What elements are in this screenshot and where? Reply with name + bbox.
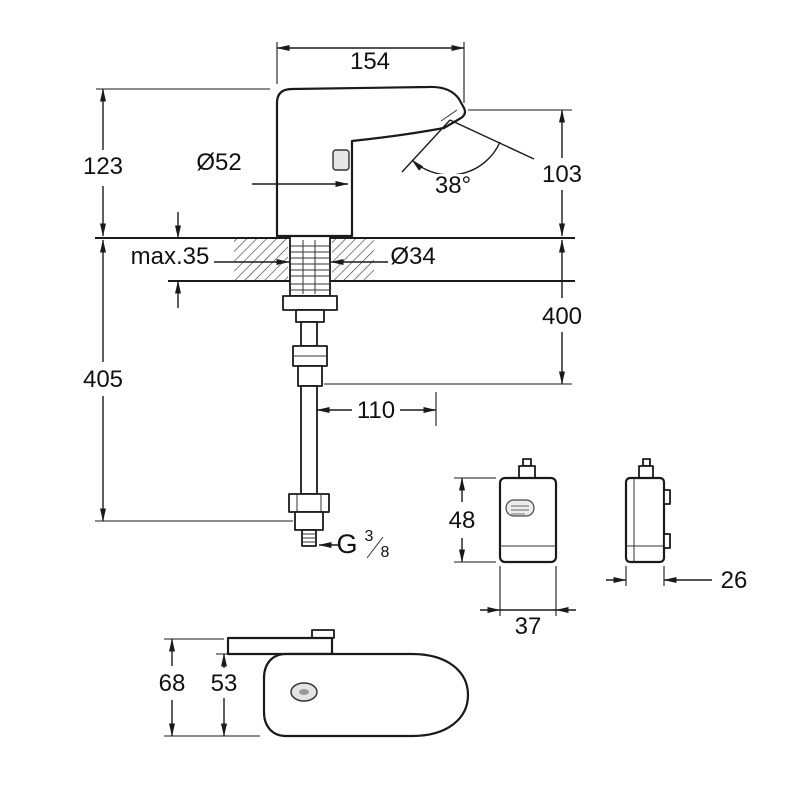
dimension-overall-length-below: 405 [83, 239, 293, 522]
box-height-label: 48 [449, 507, 476, 534]
dimension-bottom-view-body: 53 [211, 653, 258, 737]
thread-numerator: 3 [365, 528, 374, 545]
dimension-box-depth: 26 [606, 566, 747, 594]
hose-end-nut [288, 493, 330, 513]
height-above-deck-label: 123 [83, 153, 123, 180]
faucet-front-view [275, 85, 467, 238]
base-diameter-label: Ø52 [196, 149, 241, 176]
dimension-thread-size: G 3 8 [318, 528, 390, 561]
dimension-spout-height: 103 [468, 109, 582, 237]
braided-hose-upper [300, 321, 318, 347]
hose-upper-fitting [295, 309, 325, 323]
spout-height-label: 103 [542, 161, 582, 188]
control-box-body [498, 476, 558, 564]
angle-arc [411, 141, 501, 176]
mounting-tab-top [663, 489, 671, 505]
threaded-shank [289, 229, 331, 297]
spray-ray-short [401, 119, 451, 173]
quick-connector-bottom [297, 365, 323, 387]
base-bar-bump [311, 629, 335, 639]
hole-diameter-label: Ø34 [390, 243, 435, 270]
dimension-overall-width: 154 [276, 42, 465, 103]
control-box-side-view: 26 [606, 458, 747, 594]
dimension-bottom-view-total: 68 [159, 638, 260, 737]
deck-hatch-right [332, 239, 374, 280]
dimension-hole-diameter: Ø34 [330, 243, 436, 270]
dimension-hose-length-below: 400 [324, 239, 582, 385]
overall-width-label: 154 [350, 48, 390, 75]
fraction-slash [366, 536, 384, 559]
hose-length-below-label: 400 [542, 303, 582, 330]
box-depth-label: 26 [721, 567, 748, 594]
bottom-view-body-label: 53 [211, 670, 238, 697]
spray-angle-annotation: 38° [401, 119, 535, 199]
sensor-window [332, 149, 350, 171]
base-bar [226, 636, 334, 656]
mounting-nut [282, 295, 338, 311]
brand-logo-lines [511, 505, 529, 515]
box-width-label: 37 [515, 613, 542, 640]
thread-size-label: G [336, 529, 357, 559]
control-box-front-view: 48 37 [449, 458, 576, 640]
thread-denominator: 8 [381, 544, 390, 561]
dimension-box-width: 37 [480, 566, 576, 640]
plumbing [282, 229, 338, 547]
connector-stub [638, 465, 654, 479]
brand-logo-badge [505, 499, 535, 517]
control-box-side-body [624, 476, 666, 564]
connector-stub-small [642, 458, 651, 467]
spout-bottom-outline [262, 652, 470, 738]
sensor-dot [299, 689, 309, 695]
angle-label-mask [430, 174, 476, 198]
braided-hose-lower [300, 385, 318, 495]
bottom-view-total-label: 68 [159, 670, 186, 697]
spray-angle-label: 38° [435, 172, 471, 199]
dimension-max-deck-thickness: max.35 [131, 212, 290, 308]
dimension-base-diameter: Ø52 [196, 149, 349, 187]
stub-threads [303, 533, 315, 543]
dimension-spout-reach: 110 [316, 392, 437, 426]
aerator-inner-line [440, 109, 458, 122]
max-deck-thickness-label: max.35 [131, 243, 210, 270]
hose-end-body [294, 511, 324, 531]
connector-stub-small [522, 458, 532, 467]
dimension-height-above-deck: 123 [83, 88, 270, 237]
faucet-body-outline [275, 85, 467, 238]
dimension-box-height: 48 [449, 477, 496, 563]
shank-threads [291, 240, 329, 294]
spout-reach-label: 110 [357, 397, 395, 424]
spout-bottom-view: 68 53 [159, 629, 470, 738]
connector-stub [518, 465, 536, 479]
mounting-tab-bottom [663, 533, 671, 549]
deck-hatch-left [234, 239, 288, 280]
overall-length-below-label: 405 [83, 366, 123, 393]
spray-ray-long [449, 119, 535, 160]
